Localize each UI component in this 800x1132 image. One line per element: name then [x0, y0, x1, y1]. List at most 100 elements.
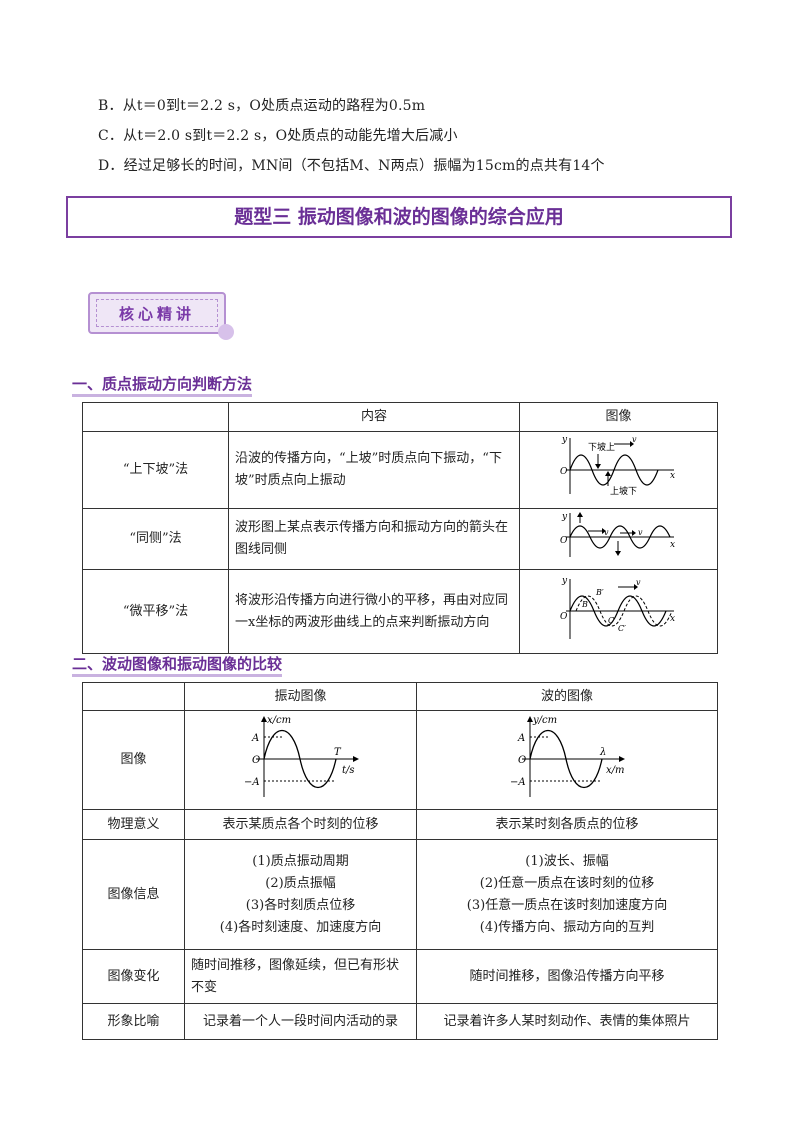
info-line: (2)质点振幅 [265, 875, 336, 891]
wave-cell: 记录着许多人某时刻动作、表情的集体照片 [416, 1003, 718, 1040]
fig-y-label: y [561, 435, 568, 445]
method-table: 内容 图像 “上下坡”法 沿波的传播方向，“上坡”时质点向下振动，“下坡”时质点… [82, 402, 718, 654]
fig-point-b: B [581, 600, 588, 609]
table-row: “微平移”法 将波形沿传播方向进行微小的平移，再由对应同一x坐标的两波形曲线上的… [82, 569, 718, 654]
graph-xlabel: t/s [342, 765, 355, 776]
fig-point-b-prime: B′ [595, 588, 604, 597]
method-name: “微平移”法 [82, 569, 229, 654]
graph-ylabel: x/cm [267, 715, 291, 726]
vibration-graph-cell: x/cm t/s T A −A O [184, 710, 417, 810]
info-line: (3)各时刻质点位移 [245, 897, 356, 913]
graph-amp-pos: A [517, 733, 525, 744]
fig-origin: O [560, 536, 568, 546]
fig-velocity: v [604, 528, 609, 537]
fig-x-label: x [670, 540, 675, 550]
method-content: 将波形沿传播方向进行微小的平移，再由对应同一x坐标的两波形曲线上的点来判断振动方… [228, 569, 520, 654]
fig-origin: O [560, 467, 568, 477]
option-text: 经过足够长的时间，MN间（不包括M、N两点）振幅为15cm的点共有14个 [123, 158, 605, 174]
row-label: 物理意义 [82, 809, 185, 840]
header-content: 内容 [228, 402, 520, 432]
row-label: 形象比喻 [82, 1003, 185, 1040]
wave-cell: (1)波长、振幅 (2)任意一质点在该时刻的位移 (3)任意一质点在该时刻加速度… [416, 839, 718, 950]
option-letter: B． [98, 98, 123, 114]
fig-point-c: C [608, 616, 614, 625]
fig-x-label: x [670, 614, 675, 624]
table-row: 形象比喻 记录着一个人一段时间内活动的录 记录着许多人某时刻动作、表情的集体照片 [82, 1003, 718, 1040]
section1-heading: 一、质点振动方向判断方法 [72, 373, 253, 397]
graph-amp-neg: −A [510, 777, 526, 788]
table-row: 物理意义 表示某质点各个时刻的位移 表示某时刻各质点的位移 [82, 809, 718, 840]
info-line: (4)各时刻速度、加速度方向 [219, 919, 382, 935]
topic-banner: 题型三 振动图像和波的图像的综合应用 [66, 196, 732, 238]
graph-wavelength: λ [599, 747, 606, 758]
graph-xlabel: x/m [606, 765, 625, 776]
method-figure: y O x v v [519, 508, 718, 570]
graph-origin: O [252, 755, 260, 766]
fig-label-upslope: 上坡下 [610, 485, 637, 497]
vibration-cell: 记录着一个人一段时间内活动的录 [184, 1003, 417, 1040]
updown-slope-diagram: y O x v 下坡上 上坡下 [560, 435, 675, 497]
heading-underline [72, 394, 253, 397]
section2-heading: 二、波动图像和振动图像的比较 [72, 653, 283, 677]
info-line: (2)任意一质点在该时刻的位移 [479, 875, 655, 891]
header-wave: 波的图像 [416, 682, 718, 711]
section1-heading-text: 一、质点振动方向判断方法 [72, 375, 253, 393]
fig-point-c-prime: C′ [618, 624, 626, 633]
option-d: D．经过足够长的时间，MN间（不包括M、N两点）振幅为15cm的点共有14个 [98, 155, 605, 175]
header-empty [82, 682, 185, 711]
graph-ylabel: y/cm [532, 715, 557, 726]
fig-y-label: y [561, 512, 568, 522]
option-b: B．从t＝0到t＝2.2 s，O处质点运动的路程为0.5m [98, 95, 425, 115]
info-line: (3)任意一质点在该时刻加速度方向 [466, 897, 668, 913]
row-label: 图像信息 [82, 839, 185, 950]
badge-decoration [218, 324, 234, 340]
vibration-cell: (1)质点振动周期 (2)质点振幅 (3)各时刻质点位移 (4)各时刻速度、加速… [184, 839, 417, 950]
vibration-cell: 随时间推移，图像延续，但已有形状不变 [184, 949, 417, 1004]
vibration-cell: 表示某质点各个时刻的位移 [184, 809, 417, 840]
row-label: 图像变化 [82, 949, 185, 1004]
core-badge: 核心精讲 [88, 292, 234, 340]
method-figure: y O x v B′ B C C′ [519, 569, 718, 654]
fig-velocity: v [632, 435, 637, 444]
micro-shift-diagram: y O x v B′ B C C′ [560, 576, 675, 639]
graph-origin: O [518, 755, 526, 766]
info-line: (4)传播方向、振动方向的互判 [479, 919, 655, 935]
header-figure: 图像 [519, 402, 718, 432]
wave-cell: 表示某时刻各质点的位移 [416, 809, 718, 840]
section2-heading-text: 二、波动图像和振动图像的比较 [72, 655, 283, 673]
header-empty [82, 402, 229, 432]
wave-graph-cell: y/cm x/m λ A −A O [416, 710, 718, 810]
row-label: 图像 [82, 710, 185, 810]
badge-label: 核心精讲 [96, 299, 218, 327]
info-line: (1)质点振动周期 [252, 853, 349, 869]
fig-velocity: v [638, 528, 643, 537]
table-row: 图像 x/cm t/s T A −A O [82, 710, 718, 810]
heading-underline [72, 674, 283, 677]
option-c: C．从t＝2.0 s到t＝2.2 s，O处质点的动能先增大后减小 [98, 125, 458, 145]
wave-graph: y/cm x/m λ A −A O [510, 715, 625, 797]
fig-origin: O [560, 612, 568, 622]
topic-title: 题型三 振动图像和波的图像的综合应用 [234, 206, 564, 228]
option-text: 从t＝2.0 s到t＝2.2 s，O处质点的动能先增大后减小 [123, 128, 458, 144]
option-text: 从t＝0到t＝2.2 s，O处质点运动的路程为0.5m [122, 98, 426, 114]
table-row: “同侧”法 波形图上某点表示传播方向和振动方向的箭头在图线同侧 y O x v … [82, 508, 718, 570]
table-row: “上下坡”法 沿波的传播方向，“上坡”时质点向下振动，“下坡”时质点向上振动 y… [82, 431, 718, 509]
method-content: 沿波的传播方向，“上坡”时质点向下振动，“下坡”时质点向上振动 [228, 431, 520, 509]
comparison-table: 振动图像 波的图像 图像 x/cm t/s T A −A O [82, 682, 718, 1040]
method-figure: y O x v 下坡上 上坡下 [519, 431, 718, 509]
option-letter: C． [98, 128, 124, 144]
same-side-diagram: y O x v v [560, 512, 675, 557]
method-name: “上下坡”法 [82, 431, 229, 509]
graph-period: T [334, 747, 342, 758]
fig-velocity: v [636, 578, 641, 587]
header-vibration: 振动图像 [184, 682, 417, 711]
info-line: (1)波长、振幅 [525, 853, 609, 869]
option-letter: D． [98, 158, 124, 174]
vibration-graph: x/cm t/s T A −A O [244, 715, 359, 797]
method-content: 波形图上某点表示传播方向和振动方向的箭头在图线同侧 [228, 508, 520, 570]
fig-y-label: y [561, 576, 568, 586]
graph-amp-neg: −A [244, 777, 260, 788]
method-name: “同侧”法 [82, 508, 229, 570]
fig-x-label: x [670, 471, 675, 481]
graph-amp-pos: A [251, 733, 259, 744]
